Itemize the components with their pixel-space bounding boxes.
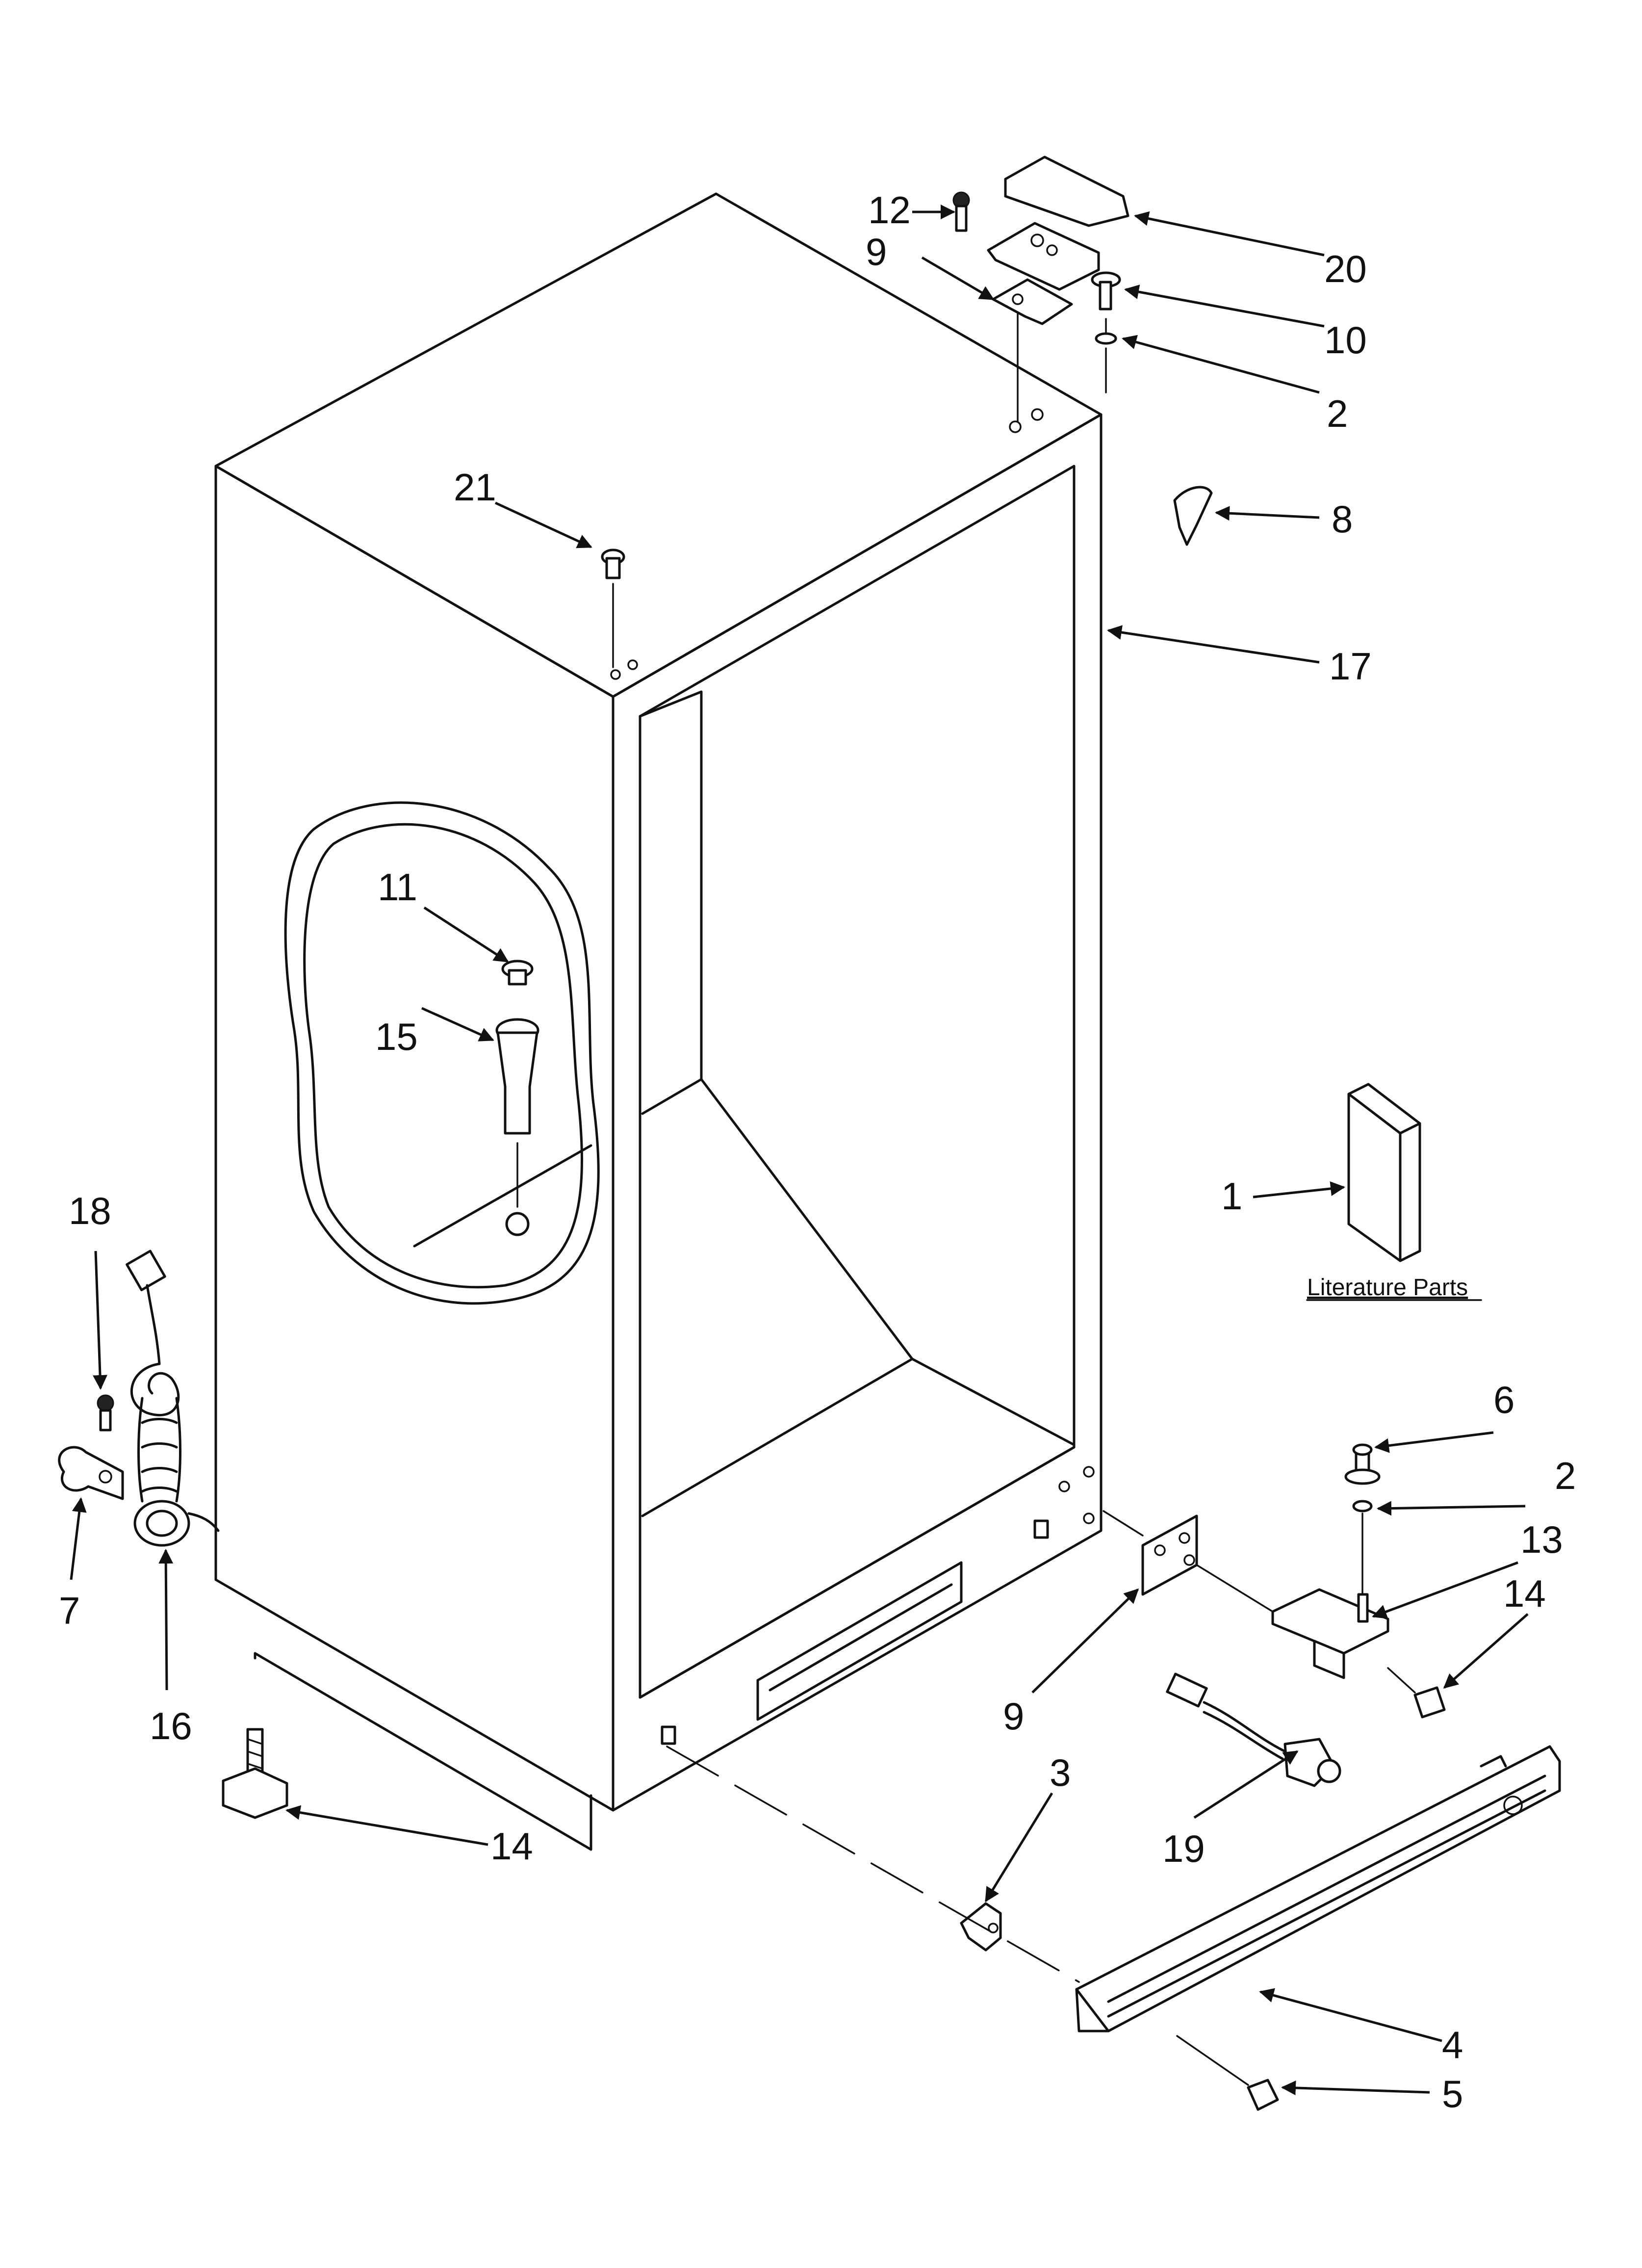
callout-14-top: 12 [868, 188, 911, 232]
callout-labels: 12 9 20 10 2 8 17 21 11 15 1 Literature … [59, 188, 1576, 2115]
part-19-switch [1166, 1672, 1341, 1787]
callout-19: 19 [1162, 1827, 1205, 1870]
callout-7: 7 [59, 1589, 80, 1632]
part-5-screw [1176, 2035, 1279, 2111]
callout-8: 8 [1332, 497, 1353, 541]
callout-16: 16 [150, 1704, 192, 1747]
part-4-toe-grille [1075, 1745, 1561, 2033]
callout-12: 11 [378, 865, 417, 909]
part-13-leveling-leg [222, 1728, 288, 1819]
callout-2-top: 2 [1327, 392, 1348, 435]
part-18-screw [97, 1394, 114, 1432]
callout-5: 5 [1442, 2072, 1463, 2115]
callout-18: 18 [69, 1189, 111, 1232]
callout-6: 6 [1493, 1378, 1514, 1421]
callout-9-bottom: 9 [1003, 1694, 1024, 1738]
callout-20: 20 [1324, 247, 1367, 290]
callout-9-top: 9 [866, 230, 887, 273]
callout-13: 14 [490, 1825, 533, 1868]
literature-parts-label: Literature Parts [1307, 1275, 1468, 1301]
callout-21: 21 [454, 466, 496, 509]
cabinet [214, 192, 1103, 1851]
part-12-plug [501, 960, 534, 986]
callout-1: 1 [1221, 1174, 1242, 1218]
insulation-cutaway [284, 801, 600, 1305]
part-8-clip [1173, 486, 1213, 546]
callout-10: 10 [1324, 318, 1367, 362]
part-16-power-cord [126, 1250, 220, 1547]
callout-3: 3 [1050, 1751, 1071, 1794]
callout-2-bottom: 2 [1555, 1454, 1576, 1497]
part-15-drain-tube [495, 1018, 539, 1236]
callout-17: 17 [1329, 645, 1372, 688]
part-21-plug [601, 548, 625, 668]
top-hinge-assembly [952, 156, 1129, 423]
part-7-clamp [58, 1446, 124, 1500]
callout-14-bottom: 14 [1503, 1572, 1546, 1615]
callout-4: 4 [1442, 2023, 1463, 2066]
callout-15: 15 [375, 1015, 418, 1058]
callout-11: 13 [1520, 1518, 1563, 1561]
part-1-literature [1347, 1083, 1421, 1262]
bottom-hinge-assembly [1103, 1443, 1446, 1719]
leader-arrows [70, 205, 1529, 2095]
part-3-leader [666, 1746, 1080, 1983]
